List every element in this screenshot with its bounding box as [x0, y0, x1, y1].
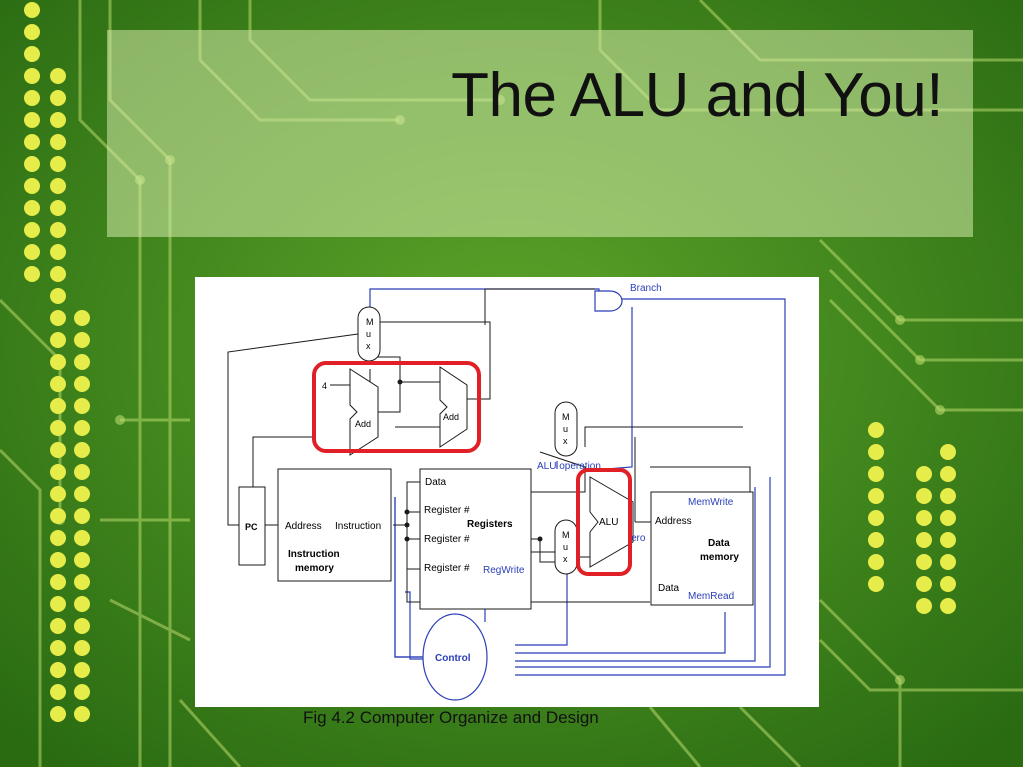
- reg-register-label-3: Register #: [424, 563, 470, 574]
- pc-mux-letter-x: x: [366, 341, 371, 351]
- pc-label: PC: [245, 522, 258, 532]
- dm-name-line2: memory: [700, 552, 739, 563]
- pc-mux-letter-u: u: [366, 329, 371, 339]
- upper-mux-letter-u: u: [563, 424, 568, 434]
- alu-mux-letter-m: M: [562, 530, 570, 540]
- pc-adder-label: Add: [355, 419, 371, 429]
- alu-mux-letter-u: u: [563, 542, 568, 552]
- upper-mux-letter-x: x: [563, 436, 568, 446]
- regwrite-label: RegWrite: [483, 565, 525, 576]
- instruction-memory: [277, 468, 392, 582]
- alu-operation-label: ALU operation: [537, 461, 601, 472]
- slide-title: The ALU and You!: [451, 61, 943, 130]
- register-file: [419, 468, 532, 610]
- wire-junctions: [250, 379, 543, 542]
- reg-data-label: Data: [425, 477, 447, 488]
- branch-label: Branch: [630, 283, 662, 294]
- control-wires: [369, 288, 786, 676]
- dm-data-label: Data: [658, 583, 680, 594]
- im-name-line1: Instruction: [288, 549, 340, 560]
- reg-register-label-1: Register #: [424, 505, 470, 516]
- pc-adder: [349, 368, 379, 456]
- figure-caption: Fig 4.2 Computer Organize and Design: [303, 708, 599, 727]
- constant-four-label: 4: [322, 381, 327, 391]
- pc-mux-letter-m: M: [366, 317, 374, 327]
- adder-highlight: [312, 361, 481, 453]
- title-banner: The ALU and You!: [107, 30, 973, 237]
- memwrite-label: MemWrite: [688, 497, 734, 508]
- registers-name: Registers: [467, 519, 513, 530]
- control-unit: [422, 613, 488, 701]
- upper-mux-letter-m: M: [562, 412, 570, 422]
- control-label: Control: [435, 653, 471, 664]
- alu-label: ALU: [599, 517, 618, 528]
- zero-label: ero: [631, 533, 646, 544]
- alu-highlight: [576, 468, 632, 576]
- data-memory: [650, 491, 754, 606]
- dm-address-label: Address: [655, 516, 692, 527]
- datapath-diagram: Branch M u x 4 Add Add M u x ALU operati…: [195, 277, 819, 707]
- branch-and-gate: [594, 290, 623, 312]
- program-counter: [238, 486, 266, 566]
- branch-adder-label: Add: [443, 412, 459, 422]
- upper-mux: [554, 401, 578, 457]
- im-instruction-label: Instruction: [335, 521, 381, 532]
- dm-name-line1: Data: [708, 538, 730, 549]
- alu: [589, 476, 634, 568]
- im-address-label: Address: [285, 521, 322, 532]
- im-name-line2: memory: [295, 563, 334, 574]
- branch-adder: [439, 366, 468, 448]
- reg-register-label-2: Register #: [424, 534, 470, 545]
- alu-mux-letter-x: x: [563, 554, 568, 564]
- memread-label: MemRead: [688, 591, 734, 602]
